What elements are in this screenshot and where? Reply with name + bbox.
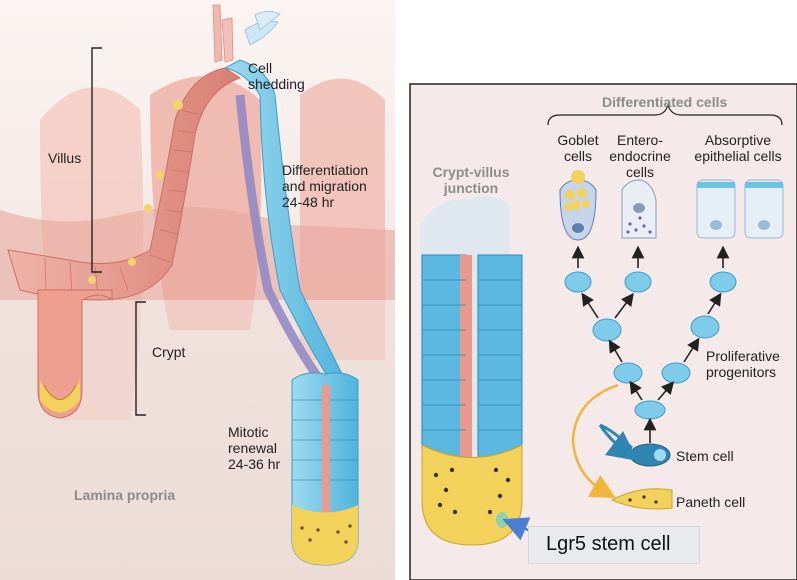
goblet-label-line2: cells <box>563 148 592 164</box>
lgr5-stem-cell-label: Lgr5 stem cell <box>546 533 671 555</box>
lgr5-callout-box <box>528 526 700 564</box>
differentiation-label-line2: and migration <box>282 178 367 194</box>
crypt-villus-junction-line1: Crypt-villus <box>432 164 510 180</box>
mitotic-label-line3: 24-36 hr <box>228 456 281 472</box>
villus-label: Villus <box>48 150 82 166</box>
absorptive-label-line2: epithelial cells <box>694 148 782 164</box>
left-panel <box>0 0 395 580</box>
enteroendocrine-label-line1: Entero- <box>617 132 663 148</box>
enteroendocrine-label-line2: endocrine <box>609 148 671 164</box>
right-panel <box>409 83 797 580</box>
goblet-label-line1: Goblet <box>557 132 599 148</box>
paneth-cell-label: Paneth cell <box>676 494 746 510</box>
crypt-label: Crypt <box>152 344 186 360</box>
lamina-propria-label: Lamina propria <box>74 487 176 503</box>
differentiated-cells-title: Differentiated cells <box>602 94 728 110</box>
mitotic-label-line2: renewal <box>228 440 278 456</box>
mitotic-label-line1: Mitotic <box>228 424 269 440</box>
absorptive-label-line1: Absorptive <box>704 132 772 148</box>
cell-shedding-label-line1: Cell <box>248 60 273 76</box>
proliferative-label-line2: progenitors <box>706 364 777 380</box>
crypt-villus-junction-line2: junction <box>443 180 499 196</box>
proliferative-label-line1: Proliferative <box>706 348 780 364</box>
stem-cell-label: Stem cell <box>676 448 734 464</box>
enteroendocrine-label-line3: cells <box>625 164 654 180</box>
differentiation-label-line1: Differentiation <box>282 162 369 178</box>
differentiation-label-line3: 24-48 hr <box>282 194 335 210</box>
cell-shedding-label-line2: shedding <box>248 76 305 92</box>
